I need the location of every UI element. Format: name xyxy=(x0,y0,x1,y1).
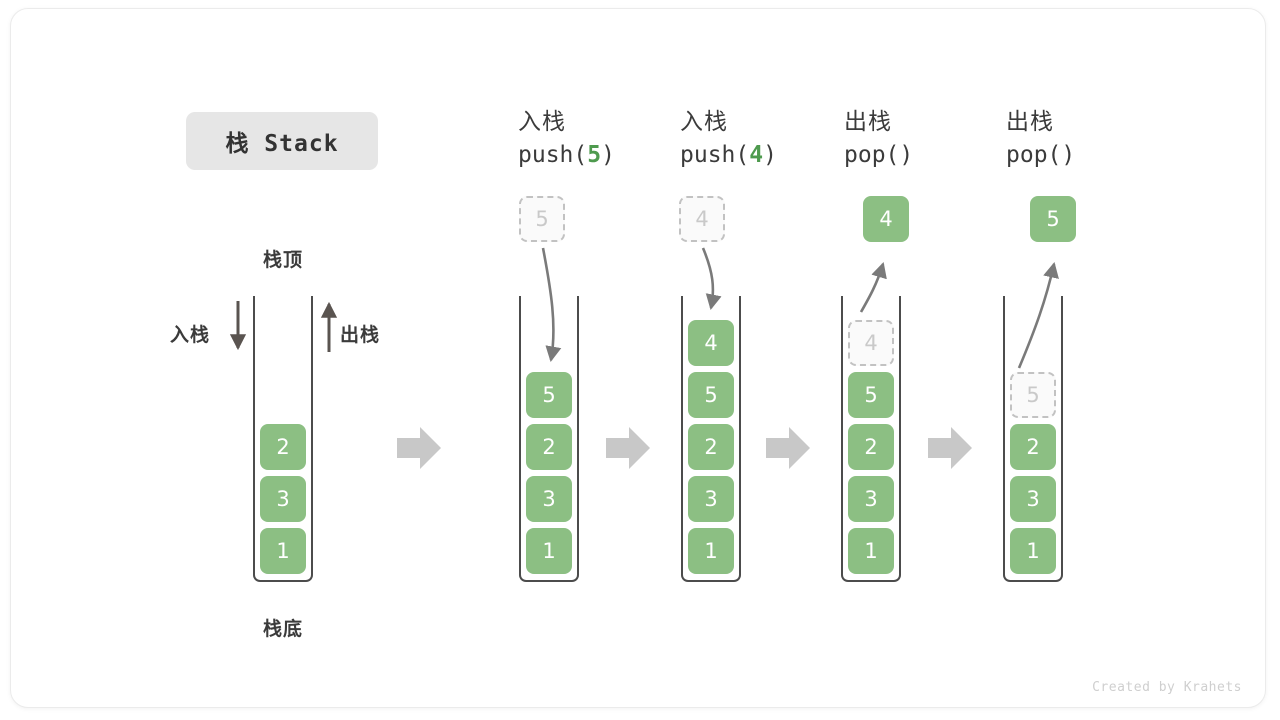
step-heading-code: pop() xyxy=(1006,138,1176,172)
code-suffix: ) xyxy=(601,142,615,168)
code-prefix: pop( xyxy=(1006,142,1062,168)
step-heading-push-4: 入栈 push(4) xyxy=(680,106,850,172)
stack-container-initial xyxy=(253,296,313,582)
step-heading-cn: 出栈 xyxy=(1006,109,1054,135)
stack-container-pop-4 xyxy=(841,296,901,582)
stack-cell: 1 xyxy=(848,528,894,574)
stack-cell: 3 xyxy=(260,476,306,522)
stack-cell: 5 xyxy=(688,372,734,418)
stack-cell: 5 xyxy=(848,372,894,418)
outgoing-cell: 4 xyxy=(863,196,909,242)
step-heading-code: push(4) xyxy=(680,138,850,172)
step-heading-cn: 入栈 xyxy=(518,109,566,135)
stack-cell: 1 xyxy=(526,528,572,574)
step-heading-cn: 出栈 xyxy=(844,109,892,135)
step-heading-push-5: 入栈 push(5) xyxy=(518,106,688,172)
stack-cell: 1 xyxy=(1010,528,1056,574)
stack-cell: 1 xyxy=(688,528,734,574)
credit-text: Created by Krahets xyxy=(1092,680,1242,695)
incoming-ghost-cell: 4 xyxy=(679,196,725,242)
code-prefix: pop( xyxy=(844,142,900,168)
stack-bottom-label: 栈底 xyxy=(262,618,303,640)
stack-cell: 3 xyxy=(526,476,572,522)
code-arg: 4 xyxy=(749,142,764,168)
stack-cell: 2 xyxy=(1010,424,1056,470)
removed-ghost-cell: 4 xyxy=(848,320,894,366)
step-heading-code: push(5) xyxy=(518,138,688,172)
pop-direction-label: 出栈 xyxy=(340,324,381,346)
stack-cell: 3 xyxy=(848,476,894,522)
stack-cell: 3 xyxy=(1010,476,1056,522)
code-suffix: ) xyxy=(899,142,914,168)
stack-cell: 4 xyxy=(688,320,734,366)
stack-cell: 5 xyxy=(526,372,572,418)
code-suffix: ) xyxy=(1061,142,1076,168)
stack-cell: 2 xyxy=(526,424,572,470)
stack-container-push-5 xyxy=(519,296,579,582)
code-suffix: ) xyxy=(763,142,777,168)
step-heading-pop-5: 出栈 pop() xyxy=(1006,106,1176,172)
step-heading-pop-4: 出栈 pop() xyxy=(844,106,1014,172)
incoming-ghost-cell: 5 xyxy=(519,196,565,242)
code-arg: 5 xyxy=(587,142,602,168)
stack-top-label: 栈顶 xyxy=(262,249,303,271)
stack-container-pop-5 xyxy=(1003,296,1063,582)
stack-container-push-4 xyxy=(681,296,741,582)
title-badge: 栈 Stack xyxy=(186,112,378,170)
push-direction-label: 入栈 xyxy=(170,324,211,346)
step-heading-cn: 入栈 xyxy=(680,109,728,135)
removed-ghost-cell: 5 xyxy=(1010,372,1056,418)
stack-cell: 1 xyxy=(260,528,306,574)
code-prefix: push( xyxy=(680,142,750,168)
step-heading-code: pop() xyxy=(844,138,1014,172)
stack-cell: 2 xyxy=(260,424,306,470)
stack-cell: 2 xyxy=(848,424,894,470)
stack-cell: 2 xyxy=(688,424,734,470)
code-prefix: push( xyxy=(518,142,588,168)
stack-cell: 3 xyxy=(688,476,734,522)
outgoing-cell: 5 xyxy=(1030,196,1076,242)
